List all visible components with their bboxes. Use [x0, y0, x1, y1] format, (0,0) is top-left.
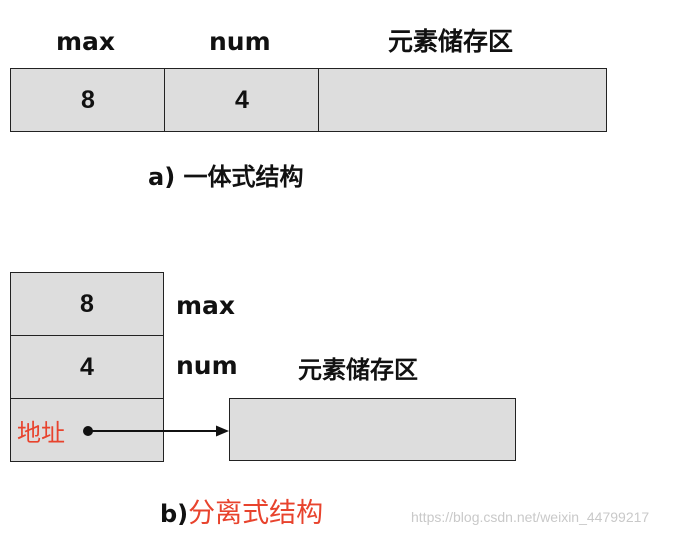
storage-area-box	[229, 398, 516, 461]
caption-b-prefix: b)	[160, 500, 189, 528]
header-storage: 元素储存区	[388, 27, 514, 56]
pointer-arrowhead	[216, 425, 229, 437]
cell-b-num-value: 4	[10, 335, 164, 399]
caption-b-text: 分离式结构	[188, 498, 324, 529]
caption-a: a) 一体式结构	[148, 162, 304, 192]
cell-storage-area	[318, 68, 607, 132]
caption-b: b)分离式结构	[160, 498, 323, 529]
cell-num-value-text: 4	[235, 85, 249, 114]
cell-max-value-text: 8	[81, 85, 95, 114]
caption-a-text: 一体式结构	[183, 163, 304, 191]
cell-num-value: 4	[164, 68, 320, 132]
cell-b-num-value-text: 4	[80, 352, 94, 381]
watermark: https://blog.csdn.net/weixin_44799217	[411, 509, 650, 525]
label-b-num: num	[176, 351, 238, 380]
label-b-storage: 元素储存区	[298, 356, 418, 384]
cell-b-max-value: 8	[10, 272, 164, 336]
header-num: num	[209, 27, 271, 56]
cell-b-max-value-text: 8	[80, 289, 94, 318]
label-b-max: max	[176, 291, 236, 320]
header-max: max	[56, 27, 116, 56]
address-label: 地址	[17, 419, 65, 447]
caption-a-prefix: a)	[148, 163, 176, 191]
